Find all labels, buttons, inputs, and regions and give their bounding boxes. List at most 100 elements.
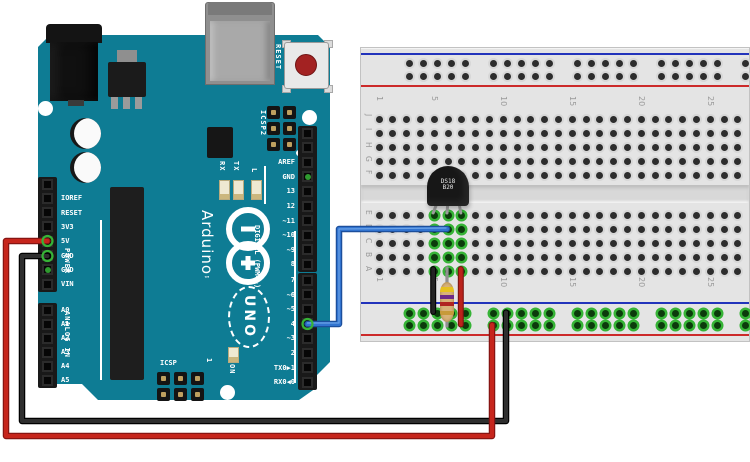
breadboard-hole[interactable]: [596, 171, 604, 179]
icsp-pin[interactable]: [156, 388, 170, 401]
rail-hole[interactable]: [489, 309, 497, 317]
rail-hole[interactable]: [489, 72, 497, 80]
rail-hole[interactable]: [699, 309, 707, 317]
breadboard-hole[interactable]: [458, 129, 466, 137]
arduino-board[interactable]: RESET ICSP2 RX TX L Arduino™ UNO: [38, 2, 333, 401]
breadboard-hole[interactable]: [706, 129, 714, 137]
breadboard-hole[interactable]: [679, 157, 687, 165]
breadboard-hole[interactable]: [430, 239, 438, 247]
breadboard-hole[interactable]: [444, 143, 452, 151]
breadboard-hole[interactable]: [541, 115, 549, 123]
breadboard-hole[interactable]: [706, 115, 714, 123]
breadboard-hole[interactable]: [472, 171, 480, 179]
rail-hole[interactable]: [461, 309, 469, 317]
breadboard-hole[interactable]: [472, 143, 480, 151]
breadboard-hole[interactable]: [375, 253, 383, 261]
breadboard-hole[interactable]: [651, 157, 659, 165]
breadboard-hole[interactable]: [485, 253, 493, 261]
breadboard-hole[interactable]: [706, 157, 714, 165]
breadboard-hole[interactable]: [665, 253, 673, 261]
rail-hole[interactable]: [685, 321, 693, 329]
breadboard-hole[interactable]: [720, 143, 728, 151]
breadboard-hole[interactable]: [541, 143, 549, 151]
breadboard-hole[interactable]: [692, 129, 700, 137]
breadboard-hole[interactable]: [403, 143, 411, 151]
breadboard-hole[interactable]: [389, 225, 397, 233]
breadboard-hole[interactable]: [665, 171, 673, 179]
rail-hole[interactable]: [461, 59, 469, 67]
breadboard-hole[interactable]: [554, 225, 562, 233]
breadboard-hole[interactable]: [610, 267, 618, 275]
breadboard-hole[interactable]: [596, 239, 604, 247]
rail-hole[interactable]: [517, 321, 525, 329]
icsp-pin[interactable]: [156, 372, 170, 385]
arduino-pin-2[interactable]: [302, 347, 313, 359]
breadboard-hole[interactable]: [637, 211, 645, 219]
arduino-pin[interactable]: [302, 142, 313, 154]
breadboard-hole[interactable]: [485, 129, 493, 137]
breadboard-hole[interactable]: [554, 239, 562, 247]
rail-hole[interactable]: [531, 309, 539, 317]
rail-hole[interactable]: [699, 59, 707, 67]
rail-hole[interactable]: [405, 321, 413, 329]
breadboard-hole[interactable]: [499, 171, 507, 179]
breadboard-hole[interactable]: [513, 267, 521, 275]
breadboard-hole[interactable]: [430, 225, 438, 233]
arduino-pin-RESET[interactable]: [42, 207, 53, 219]
rail-hole[interactable]: [587, 309, 595, 317]
rail-hole[interactable]: [433, 321, 441, 329]
breadboard-hole[interactable]: [527, 115, 535, 123]
breadboard-hole[interactable]: [541, 239, 549, 247]
breadboard-hole[interactable]: [623, 253, 631, 261]
breadboard-hole[interactable]: [623, 171, 631, 179]
arduino-pin-A2[interactable]: [42, 332, 53, 344]
rail-hole[interactable]: [517, 72, 525, 80]
rail-hole[interactable]: [601, 59, 609, 67]
rail-hole[interactable]: [601, 72, 609, 80]
rail-hole[interactable]: [433, 59, 441, 67]
ds18b20-sensor[interactable]: DS18 B20: [427, 166, 469, 206]
rail-hole[interactable]: [699, 321, 707, 329]
breadboard-hole[interactable]: [403, 211, 411, 219]
breadboard-hole[interactable]: [720, 129, 728, 137]
breadboard-hole[interactable]: [679, 129, 687, 137]
breadboard-hole[interactable]: [720, 115, 728, 123]
breadboard-hole[interactable]: [499, 129, 507, 137]
breadboard-hole[interactable]: [568, 267, 576, 275]
breadboard-hole[interactable]: [610, 253, 618, 261]
rail-hole[interactable]: [447, 321, 455, 329]
breadboard-hole[interactable]: [692, 211, 700, 219]
breadboard-hole[interactable]: [734, 225, 742, 233]
arduino-pin-IOREF[interactable]: [42, 192, 53, 204]
rail-hole[interactable]: [601, 321, 609, 329]
arduino-pin-~10[interactable]: [302, 229, 313, 241]
breadboard-hole[interactable]: [610, 225, 618, 233]
breadboard-hole[interactable]: [706, 253, 714, 261]
breadboard-hole[interactable]: [499, 115, 507, 123]
rail-hole[interactable]: [629, 321, 637, 329]
breadboard-hole[interactable]: [734, 143, 742, 151]
breadboard-hole[interactable]: [403, 115, 411, 123]
breadboard-hole[interactable]: [403, 157, 411, 165]
breadboard-hole[interactable]: [444, 211, 452, 219]
breadboard-hole[interactable]: [458, 211, 466, 219]
breadboard-hole[interactable]: [596, 225, 604, 233]
breadboard-hole[interactable]: [472, 267, 480, 275]
breadboard-hole[interactable]: [610, 143, 618, 151]
arduino-pin-AREF[interactable]: [302, 156, 313, 168]
icsp-pin[interactable]: [173, 372, 187, 385]
arduino-pin[interactable]: [42, 178, 53, 190]
rail-hole[interactable]: [405, 309, 413, 317]
rail-hole[interactable]: [685, 309, 693, 317]
breadboard-hole[interactable]: [499, 253, 507, 261]
breadboard-hole[interactable]: [734, 267, 742, 275]
arduino-pin-3V3[interactable]: [42, 221, 53, 233]
breadboard-hole[interactable]: [623, 143, 631, 151]
breadboard-hole[interactable]: [375, 267, 383, 275]
breadboard-hole[interactable]: [679, 171, 687, 179]
breadboard-hole[interactable]: [541, 225, 549, 233]
breadboard-hole[interactable]: [692, 115, 700, 123]
arduino-pin-~5[interactable]: [302, 303, 313, 315]
breadboard-hole[interactable]: [554, 171, 562, 179]
icsp2-pin[interactable]: [266, 121, 280, 135]
